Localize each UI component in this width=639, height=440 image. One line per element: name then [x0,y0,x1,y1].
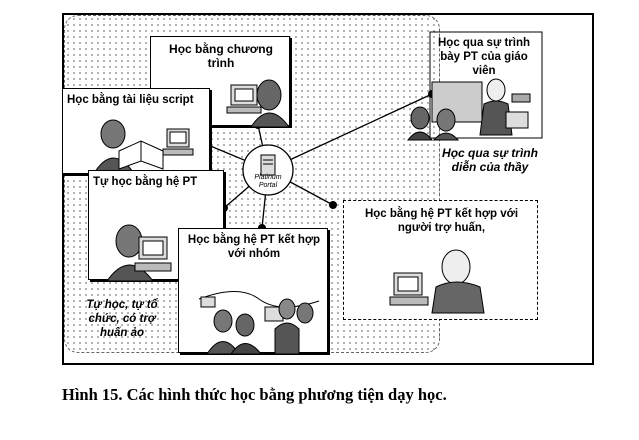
self-study-illustration [106,224,172,281]
student-computer-illustration [226,79,290,127]
box-tutor: Học bằng hệ PT kết hợp với người trợ huấ… [343,200,538,320]
box-script: Học bằng tài liệu script [62,88,210,175]
box-program-label: Học bằng chương trình [169,42,273,70]
box-group: Học bằng hệ PT kết hợp với nhóm [178,228,328,354]
box-self-study-label: Tự học bằng hệ PT [93,176,198,188]
annotation-virtual-tutor: Tự học, tự tổ chức, có trợ huấn ảo [86,299,158,339]
annotation-teacher-demo: Học qua sự trình diễn của thầy [442,146,538,174]
portal-label-2: Portal [258,182,278,189]
box-script-label: Học bằng tài liệu script [67,94,194,106]
box-group-label: Học bằng hệ PT kết hợp với nhóm [187,234,321,260]
figure-caption: Hình 15. Các hình thức học bằng phương t… [62,385,447,404]
node-dot-tutor [329,201,337,209]
portal-label-1: Platinum [254,174,282,181]
tutor-illustration [389,249,485,314]
box-teacher-presentation: Học qua sự trình bày PT của giáo viên [428,32,540,136]
box-teacher-presentation-label: Học qua sự trình bày PT của giáo viên [437,37,531,77]
group-study-illustration [198,291,320,354]
reading-book-illustration [92,119,194,175]
box-tutor-label: Học bằng hệ PT kết hợp với người trợ huấ… [364,208,519,234]
